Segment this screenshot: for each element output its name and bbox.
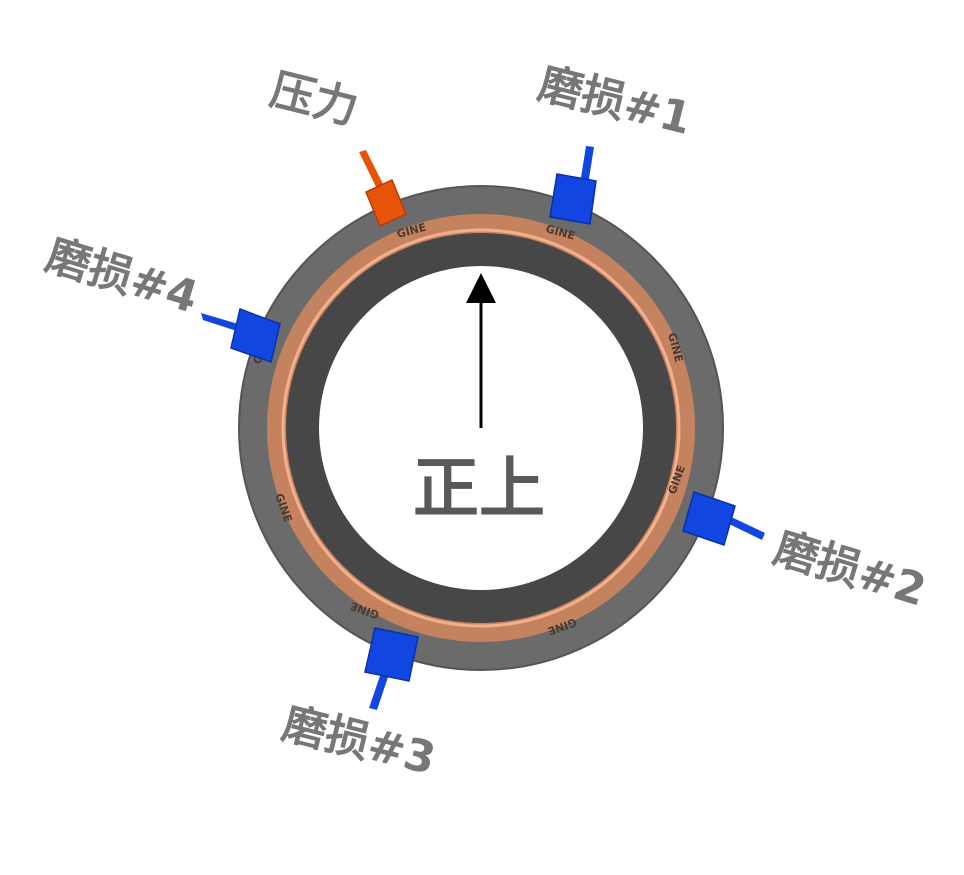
wear-sensor-3 [364,627,419,710]
copper-band-edge [281,228,681,628]
label-top: 正上 [413,450,545,527]
wear-sensor-1 [549,146,597,225]
pressure-sensor [359,150,407,228]
wear-sensor-4 [201,307,281,363]
wear-sensor-2 [682,491,765,546]
